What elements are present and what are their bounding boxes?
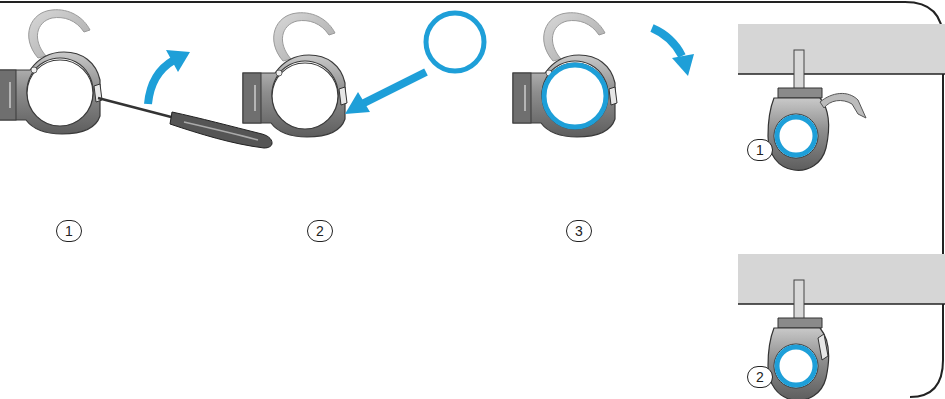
callout-number: 2 [747, 366, 773, 388]
callout-number: 2 [307, 220, 333, 242]
callout-number: 3 [566, 220, 592, 242]
callout-number: 1 [747, 139, 773, 161]
callout-number: 1 [56, 220, 82, 242]
